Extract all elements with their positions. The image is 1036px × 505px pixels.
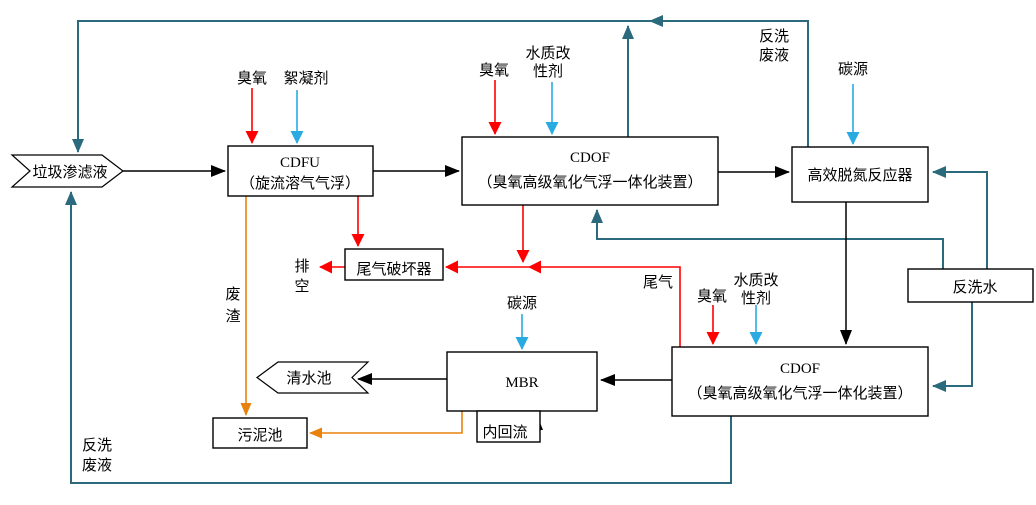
leachate-label: 垃圾渗滤液	[32, 164, 107, 181]
flow-sludge-mbr-to-tank	[309, 411, 463, 439]
node-leachate: 垃圾渗滤液	[10, 154, 124, 188]
tail-gas-label: 尾气	[643, 274, 673, 291]
vent-line1: 排	[294, 258, 309, 275]
leachate-banner-shape	[10, 154, 124, 188]
cdof2-title: CDOF	[780, 361, 820, 377]
sludge-lines	[240, 196, 463, 439]
ozone-cdfu-label: 臭氧	[237, 70, 267, 87]
sludge-tank-box	[212, 417, 308, 449]
annotation-labels: 臭氧 絮凝剂 臭氧 水质改 性剂 反洗 废液 碳源 排 空 废 渣 尾气 臭氧 …	[82, 28, 868, 474]
backwash-water-box	[907, 268, 1034, 303]
modifier1-line1: 水质改	[525, 45, 570, 62]
flow-backwash-to-cdof1	[591, 209, 944, 269]
vent-line2: 空	[294, 278, 309, 295]
node-tail-gas-destructor: 尾气破坏器	[344, 248, 444, 281]
modifier2-line1: 水质改	[733, 272, 778, 289]
carbon-mbr-label: 碳源	[507, 295, 537, 312]
node-denitrification-reactor: 高效脱氮反应器	[791, 146, 929, 203]
chemical-lines	[290, 82, 860, 350]
node-cdof1: CDOF （臭氧高级氧化气浮一体化装置）	[461, 136, 719, 206]
cdof1-subtitle: （臭氧高级氧化气浮一体化装置）	[477, 174, 702, 191]
cdof1-title: CDOF	[570, 150, 610, 166]
flow-backwash-to-denit	[932, 166, 988, 269]
tail-gas-destructor-box	[344, 248, 444, 281]
clean-water-label: 清水池	[286, 370, 331, 387]
ozone-tailgas-lines	[245, 80, 720, 347]
cdof2-subtitle: （臭氧高级氧化气浮一体化装置）	[687, 385, 912, 402]
backwash-waste-top-line1: 反洗	[759, 28, 789, 45]
cdof2-box	[671, 346, 929, 417]
modifier2-line2: 性剂	[741, 290, 771, 307]
denit-box	[791, 146, 929, 203]
backwash-water-label: 反洗水	[952, 279, 997, 296]
cdfu-subtitle: （旋流溶气气浮）	[240, 175, 360, 192]
clean-water-banner-shape	[255, 361, 370, 394]
sludge-tank-label: 污泥池	[237, 427, 282, 444]
backwash-waste-top-line2: 废液	[759, 47, 789, 64]
backwash-waste-bottom-line2: 废液	[82, 457, 112, 474]
cdof1-box	[461, 136, 719, 206]
waste-residue-line2: 渣	[225, 308, 240, 325]
node-cdfu: CDFU （旋流溶气气浮）	[227, 145, 374, 197]
flow-backwash-waste-bottom-to-leachate	[65, 191, 732, 484]
backwash-waste-top-loop	[72, 15, 809, 153]
node-cdof2: CDOF （臭氧高级氧化气浮一体化装置）	[671, 346, 929, 417]
backwash-waste-bottom-line1: 反洗	[82, 437, 112, 454]
flow-backwash-to-cdof2	[932, 302, 973, 392]
node-internal-reflux: 内回流	[476, 410, 541, 443]
mbr-label: MBR	[505, 375, 538, 391]
node-clean-water: 清水池	[255, 361, 370, 394]
flow-tailgas-cdof2-up	[528, 260, 681, 347]
internal-reflux-label: 内回流	[482, 424, 527, 441]
waste-residue-line1: 废	[225, 286, 240, 303]
cdfu-box	[227, 145, 374, 197]
flow-backwash-waste-top-to-leachate	[72, 20, 650, 153]
carbon-denit-label: 碳源	[838, 61, 868, 78]
denit-label: 高效脱氮反应器	[807, 166, 912, 184]
node-mbr: MBR	[446, 351, 598, 412]
flow-backwash-waste-denit-to-junction	[649, 15, 809, 147]
backwash-supply-lines	[591, 166, 988, 392]
flocculant-label: 絮凝剂	[283, 70, 328, 87]
node-backwash-water: 反洗水	[907, 268, 1034, 303]
modifier1-line2: 性剂	[533, 63, 563, 80]
ozone-cdof2-label: 臭氧	[697, 288, 727, 305]
ozone-cdof1-label: 臭氧	[479, 62, 509, 79]
cdfu-title: CDFU	[280, 155, 320, 171]
node-sludge-tank: 污泥池	[212, 417, 308, 449]
tail-gas-destructor-label: 尾气破坏器	[356, 261, 431, 278]
internal-reflux-box	[476, 410, 541, 443]
